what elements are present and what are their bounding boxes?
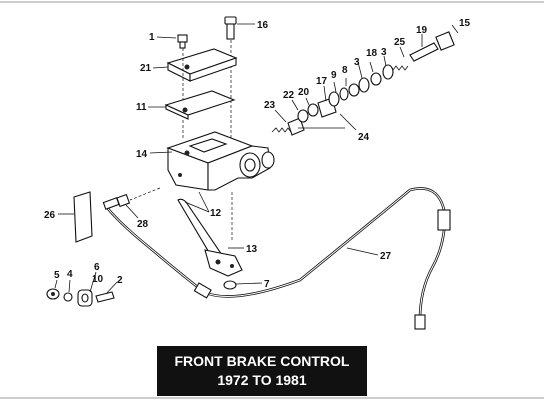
callout-10: 10 xyxy=(92,274,104,285)
callout-11: 11 xyxy=(136,102,147,113)
callout-24: 24 xyxy=(358,132,370,143)
part-gasket xyxy=(148,90,236,140)
callout-3a: 3 xyxy=(381,47,387,58)
callout-20: 20 xyxy=(298,87,310,98)
part-piston-assembly xyxy=(271,24,459,136)
callout-9: 9 xyxy=(331,70,337,81)
part-screw xyxy=(156,34,188,49)
callout-2: 2 xyxy=(117,275,123,286)
callout-26: 26 xyxy=(44,210,56,221)
callout-15: 15 xyxy=(459,18,471,29)
callout-27: 27 xyxy=(380,251,392,262)
callout-4: 4 xyxy=(67,269,73,280)
part-fitting xyxy=(224,16,255,140)
callout-7: 7 xyxy=(264,279,270,290)
callout-16: 16 xyxy=(257,20,269,31)
part-master-cylinder xyxy=(129,131,275,201)
part-brake-hose xyxy=(102,187,451,330)
callout-21: 21 xyxy=(140,63,152,74)
callout-12: 12 xyxy=(210,208,222,219)
callout-8: 8 xyxy=(342,65,348,76)
callout-13: 13 xyxy=(246,244,258,255)
caption-title: FRONT BRAKE CONTROL xyxy=(174,353,350,369)
part-brake-lever xyxy=(177,191,244,277)
caption-years: 1972 TO 1981 xyxy=(217,372,307,388)
callout-25: 25 xyxy=(394,37,406,48)
callout-1: 1 xyxy=(149,32,155,43)
callout-14: 14 xyxy=(136,149,148,160)
part-cover xyxy=(152,48,238,100)
part-hardware xyxy=(46,271,118,307)
diagram-caption: FRONT BRAKE CONTROL 1972 TO 1981 xyxy=(157,346,367,396)
callout-3b: 3 xyxy=(354,57,360,68)
callout-5: 5 xyxy=(54,270,60,281)
part-plate xyxy=(58,191,93,243)
callout-23: 23 xyxy=(264,100,276,111)
callout-6: 6 xyxy=(94,262,100,273)
callout-22: 22 xyxy=(283,90,295,101)
callout-17: 17 xyxy=(316,76,328,87)
callout-labels: 1 16 21 11 14 12 13 7 15 19 25 3 18 3 8 … xyxy=(44,18,471,290)
part-nut xyxy=(223,280,263,290)
callout-19: 19 xyxy=(416,25,428,36)
callout-18: 18 xyxy=(366,48,378,59)
callout-28: 28 xyxy=(137,219,149,230)
